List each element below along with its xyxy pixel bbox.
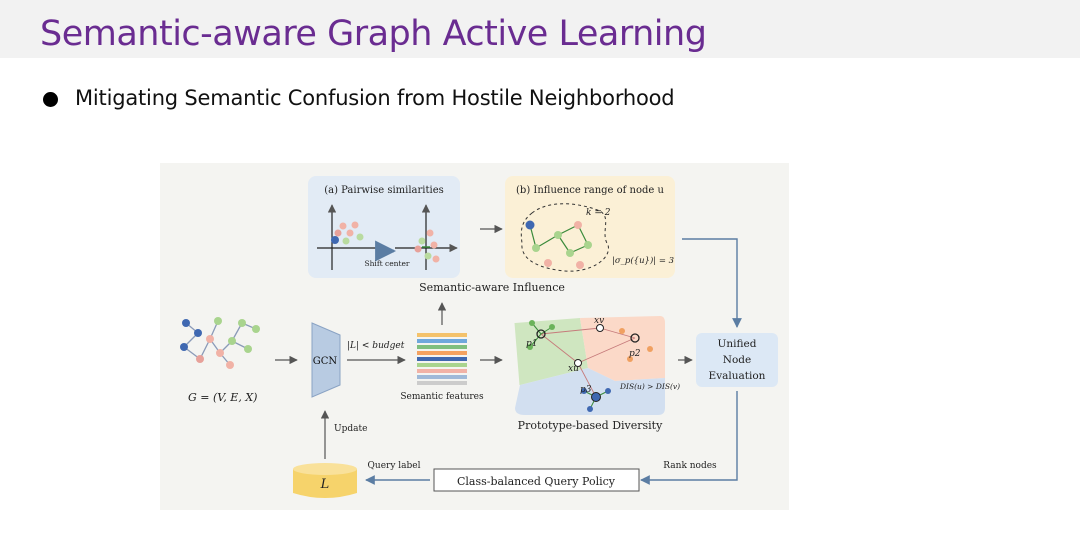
query-label-label: Query label [368,461,421,471]
graph-label: G = (V, E, X) [188,391,257,404]
gcn-label: GCN [313,356,338,367]
unified-eval-line-1: Unified [718,338,757,350]
xu-label: xu [568,364,579,374]
influence-range-panel: (b) Influence range of node u k = 2 |σ_p… [505,176,675,278]
range-label: |σ_p({u})| = 3 [612,255,674,266]
bullet-dot [43,92,58,107]
influence-boundary [520,203,609,272]
update-label: Update [334,424,367,434]
slide-title: Semantic-aware Graph Active Learning [40,14,707,54]
unified-eval-line-3: Evaluation [709,370,766,382]
query-policy-box [433,468,640,492]
arrow-influence-to-eval [682,238,742,328]
unified-eval-box [696,333,778,387]
dis-label: DIS(u) > DIS(v) [619,382,680,391]
method-figure: (a) Pairwise similarities Shift center [160,163,789,510]
xv-label: xv [594,316,604,326]
query-policy-label: Class-balanced Query Policy [457,475,616,488]
p1-label: p1 [526,339,538,349]
input-graph [180,317,260,369]
gcn-block [311,322,341,398]
prototype-diversity-label: Prototype-based Diversity [518,419,663,432]
p2-label: p2 [629,349,641,359]
scatter-points-after [414,229,440,263]
method-diagram: (a) Pairwise similarities Shift center [160,163,789,510]
labeled-set-cylinder [293,463,357,498]
scatter-points-before [331,221,364,245]
prototype-3 [591,392,601,402]
p3-label: p3 [580,385,592,395]
prototype-diversity-panel: p1 p2 p3 xv xu DIS(u) > DIS(v) [514,316,680,415]
prototype-1 [536,329,546,339]
semantic-influence-label: Semantic-aware Influence [419,281,565,294]
labeled-set-label: L [320,477,330,492]
prototype-2 [630,333,640,343]
semantic-feature-stripes [417,333,467,385]
node-xu [574,359,582,367]
node-xv [596,324,604,332]
panel-a-title: (a) Pairwise similarities [324,185,444,196]
rank-nodes-label: Rank nodes [663,461,717,471]
bullet-text: Mitigating Semantic Confusion from Hosti… [75,86,675,110]
unified-eval-line-2: Node [723,354,751,366]
title-bar [0,0,1080,58]
k-label: k = 2 [586,208,611,218]
node-u-b [525,220,535,230]
shift-center-label: Shift center [364,259,409,268]
figure-background [160,163,789,510]
arrow-eval-to-policy [640,391,738,485]
budget-label: |L| < budget [347,341,405,351]
pairwise-similarities-panel: (a) Pairwise similarities Shift center [308,176,460,278]
semantic-features-label: Semantic features [400,392,484,402]
panel-b-title: (b) Influence range of node u [516,185,664,196]
